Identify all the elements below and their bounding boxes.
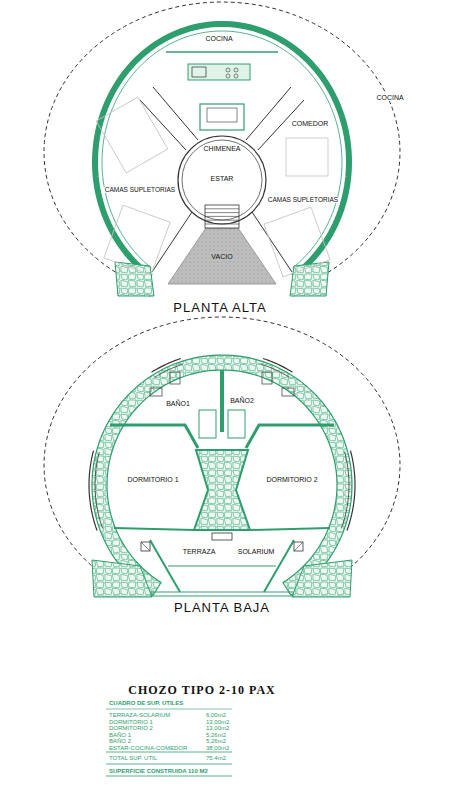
- table-cell: 38,00m2: [205, 745, 230, 751]
- bathtub: [228, 410, 245, 438]
- room-label: DORMITORIO 1: [126, 476, 179, 483]
- kitchen-counter: [188, 64, 250, 80]
- furniture: [264, 207, 330, 277]
- plan-title: PLANTA BAJA: [173, 601, 271, 614]
- room-label: SOLARIUM: [237, 548, 276, 555]
- table-rule: [106, 764, 232, 765]
- terrace-edge: [168, 566, 276, 567]
- table-cell: TERRAZA-SOLARIUM: [108, 712, 171, 718]
- room-label: CHIMENEA: [203, 145, 242, 152]
- corridor-wall: [153, 87, 198, 140]
- table-heading: CUADRO DE SUP. UTILES: [108, 700, 184, 706]
- room-label: COMEDOR: [291, 120, 330, 127]
- step: [212, 533, 232, 540]
- window: [341, 452, 349, 528]
- roof-outline: [44, 2, 400, 288]
- table-cell: 13,00m2: [205, 719, 230, 725]
- toilet: [170, 372, 180, 384]
- room-label: COCINA: [375, 94, 404, 101]
- room-label: BAÑO2: [229, 397, 255, 404]
- furniture: [104, 205, 170, 275]
- table-rule: [106, 752, 232, 753]
- window: [152, 359, 181, 373]
- table-cell: ESTAR-COCINA-COMEDOR: [108, 745, 188, 751]
- sink: [282, 388, 294, 396]
- stone-base: [115, 262, 154, 296]
- table-cell: BAÑO 1: [108, 732, 132, 738]
- door: [141, 542, 150, 551]
- room-label: CAMAS SUPLETORIAS: [104, 187, 176, 194]
- window: [263, 359, 292, 373]
- circle-outline: [182, 140, 262, 220]
- partition-wall: [114, 528, 194, 530]
- fireplace: [200, 104, 244, 130]
- table-rule: [106, 776, 232, 777]
- table-cell: TOTAL SUP. UTIL: [108, 755, 158, 761]
- circle-outline: [178, 136, 266, 224]
- table-cell: 75.4m2: [205, 755, 227, 761]
- table-cell: SUPERFICIE CONSTRUIDA 110 M2: [108, 768, 209, 774]
- furniture: [96, 97, 168, 173]
- burner: [234, 74, 238, 78]
- patio: [194, 450, 250, 530]
- room-label: COCINA: [204, 35, 233, 42]
- window: [89, 451, 97, 531]
- stone-base: [292, 560, 352, 597]
- fireplace-hearth: [207, 108, 237, 122]
- door: [294, 542, 303, 551]
- bathtub: [199, 410, 216, 438]
- plan-title: PLANTA ALTA: [172, 301, 267, 314]
- sink: [192, 67, 206, 77]
- table-cell: 5,26m2: [205, 732, 227, 738]
- burner: [226, 68, 230, 72]
- partition-wall: [220, 370, 224, 432]
- toilet: [262, 372, 272, 384]
- stair-step: [205, 208, 239, 209]
- window: [95, 452, 103, 528]
- stone-base: [92, 560, 152, 597]
- room-label: DORMITORIO 2: [265, 476, 318, 483]
- terrace-edge: [150, 595, 294, 596]
- table-title: CHOZO TIPO 2-10 PAX: [127, 684, 277, 696]
- void-area: [168, 228, 276, 284]
- table-cell: DORMITORIO 1: [108, 719, 154, 725]
- burner: [226, 74, 230, 78]
- window: [347, 451, 355, 531]
- room-label: ESTAR: [210, 175, 235, 182]
- corridor-wall: [246, 87, 291, 140]
- room-label: VACIO: [210, 253, 233, 260]
- room-circle: CHIMENEA ESTAR: [177, 135, 267, 225]
- burner: [234, 68, 238, 72]
- window: [155, 364, 183, 377]
- table-cell: 5,26m2: [205, 738, 227, 744]
- terrace-edge: [150, 591, 294, 592]
- table-cell: 13,00m2: [205, 725, 230, 731]
- room-label: CAMAS SUPLETORIAS: [267, 197, 339, 204]
- stair-step: [205, 212, 239, 213]
- furniture: [286, 138, 328, 176]
- partition-wall: [110, 425, 198, 448]
- partition-wall: [246, 425, 334, 448]
- roof-outline: [44, 317, 400, 596]
- door: [294, 542, 303, 551]
- stair-step: [205, 216, 239, 217]
- room-label: TERRAZA: [182, 548, 217, 555]
- table-rule: [106, 709, 232, 710]
- door: [141, 542, 150, 551]
- table-cell: BAÑO 2: [108, 738, 132, 744]
- stone-wall: [92, 355, 352, 595]
- window: [261, 364, 289, 377]
- partition-wall: [250, 528, 330, 530]
- room-label: BAÑO1: [165, 400, 191, 407]
- sink: [150, 388, 162, 396]
- corridor-wall: [140, 100, 186, 150]
- table-cell: DORMITORIO 2: [108, 725, 154, 731]
- table-cell: 6,00m2: [205, 712, 227, 718]
- kitchen-wall: [166, 51, 278, 53]
